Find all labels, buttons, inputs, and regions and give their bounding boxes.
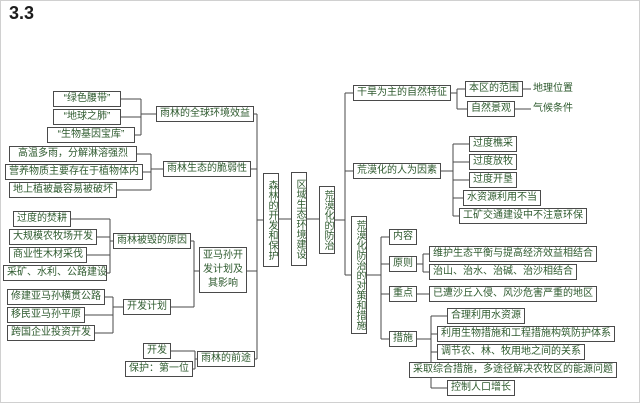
node-measure-energy: 采取综合措施，多途径解决农牧区的能源问题 bbox=[409, 362, 617, 378]
node-principle-eco-economy: 维护生态平衡与提高经济效益相结合 bbox=[429, 246, 597, 262]
node-trans-amazon-highway: 修建亚马孙横贯公路 bbox=[7, 289, 105, 305]
node-gene-bank: “生物基因宝库” bbox=[47, 127, 135, 143]
node-measure-land-balance: 调节农、林、牧用地之间的关系 bbox=[437, 344, 585, 360]
node-overcutting-firewood: 过度樵采 bbox=[469, 136, 517, 152]
node-development: 开发 bbox=[143, 343, 171, 359]
node-human-factors: 荒漠化的人为因素 bbox=[353, 163, 441, 179]
node-mining-roads: 采矿、水利、公路建设 bbox=[3, 265, 107, 281]
node-overgrazing: 过度放牧 bbox=[469, 154, 517, 170]
node-measure-population: 控制人口增长 bbox=[447, 380, 515, 396]
node-amazon-plan-impact: 亚马孙开发计划及其影响 bbox=[199, 247, 247, 293]
node-forest-topic: 森林的开发和保护 bbox=[263, 173, 279, 267]
node-desert-topic: 荒漠化的防治 bbox=[319, 186, 335, 254]
node-rainforest-global-benefits: 雨林的全球环境效益 bbox=[156, 106, 254, 122]
node-commercial-logging: 商业性木材采伐 bbox=[9, 247, 87, 263]
node-deforestation-reasons: 雨林被毁的原因 bbox=[113, 233, 191, 249]
node-principle: 原则 bbox=[389, 256, 417, 272]
node-high-temp-leaching: 高温多雨，分解淋溶强烈 bbox=[9, 146, 137, 162]
node-focus-dune-areas: 已遭沙丘入侵、风沙危害严重的地区 bbox=[429, 286, 597, 302]
node-protection-first: 保护：第一位 bbox=[125, 361, 193, 377]
node-focus: 重点 bbox=[389, 286, 417, 302]
node-control-measures-topic: 荒漠化防治的对策和措施 bbox=[351, 216, 367, 334]
node-arid-natural-features: 干旱为主的自然特征 bbox=[353, 85, 451, 101]
node-content: 内容 bbox=[389, 229, 417, 245]
node-region-scope: 本区的范围 bbox=[465, 81, 523, 97]
node-vegetation-easily-destroyed: 地上植被最容易被破坏 bbox=[9, 182, 117, 198]
node-principle-combined-treatment: 治山、治水、治碱、治沙相结合 bbox=[429, 264, 577, 280]
node-rainforest-fragility: 雨林生态的脆弱性 bbox=[163, 161, 251, 177]
node-overreclamation: 过度开垦 bbox=[469, 172, 517, 188]
node-natural-landscape: 自然景观 bbox=[467, 101, 515, 117]
node-green-belt: “绿色腰带” bbox=[53, 91, 121, 107]
node-measure-protection-system: 利用生物措施和工程措施构筑防护体系 bbox=[437, 326, 615, 342]
node-nutrients-in-plants: 营养物质主要存在于植物体内 bbox=[5, 164, 143, 180]
node-climate-conditions: 气候条件 bbox=[533, 103, 573, 114]
node-geographic-location: 地理位置 bbox=[533, 83, 573, 94]
node-multinational-investment: 跨国企业投资开发 bbox=[7, 325, 95, 341]
node-improper-water-use: 水资源利用不当 bbox=[463, 190, 541, 206]
node-measures: 措施 bbox=[389, 331, 417, 347]
page-title: 3.3 bbox=[9, 3, 35, 23]
node-construction-no-env-care: 工矿交通建设中不注意环保 bbox=[459, 208, 587, 224]
node-rainforest-future: 雨林的前途 bbox=[197, 351, 255, 367]
node-amazon-migration: 移民亚马孙平原 bbox=[7, 307, 85, 323]
node-lungs-of-earth: “地球之肺” bbox=[53, 109, 121, 125]
node-measure-water: 合理利用水资源 bbox=[447, 308, 525, 324]
node-slash-and-burn: 过度的焚耕 bbox=[13, 211, 71, 227]
node-development-plan: 开发计划 bbox=[123, 299, 171, 315]
node-root-regional-eco: 区域生态环境建设 bbox=[291, 172, 307, 266]
node-farm-ranch-development: 大规模农牧场开发 bbox=[9, 229, 97, 245]
